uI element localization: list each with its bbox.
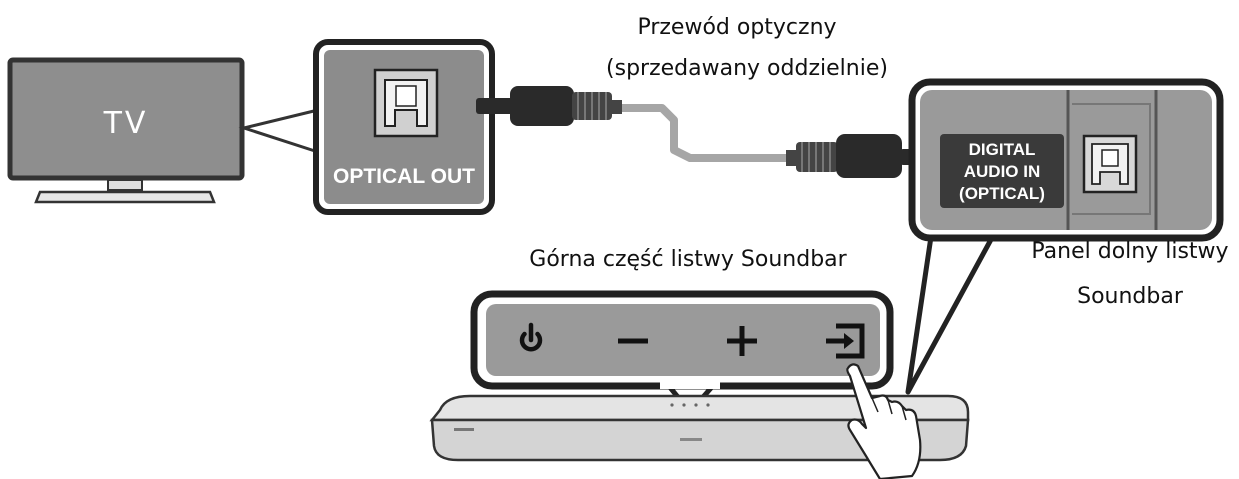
bottom-panel-callout: DIGITAL AUDIO IN (OPTICAL) — [905, 78, 1224, 395]
bottom-panel-divider — [1066, 90, 1158, 230]
optical-out-callout: OPTICAL OUT — [238, 39, 495, 215]
soundbar-top-button-dots — [670, 403, 710, 407]
cable-caption-line1: Przewód optyczny — [637, 15, 836, 40]
power-button[interactable] — [519, 322, 543, 352]
tv-stand — [34, 190, 216, 204]
top-panel-callout — [470, 290, 894, 415]
soundbar — [429, 394, 970, 462]
optical-out-port-icon — [373, 68, 439, 138]
tv: TV — [7, 57, 245, 204]
cable-wire — [620, 104, 790, 162]
tv-screen — [7, 57, 245, 181]
power-icon — [519, 322, 543, 352]
tv-label: TV — [103, 106, 149, 141]
callout-pointer — [238, 108, 319, 154]
digital-in-label-1: DIGITAL — [969, 140, 1036, 159]
hand-pointing — [846, 363, 922, 479]
digital-in-label-3: (OPTICAL) — [959, 184, 1045, 203]
optical-cable — [476, 86, 938, 178]
bottom-caption-line1: Panel dolny listwy — [1031, 239, 1228, 264]
soundbar-top — [429, 394, 970, 422]
digital-in-port-icon — [1082, 134, 1138, 194]
source-input-icon — [826, 323, 865, 359]
bottom-panel-pointer — [905, 227, 997, 395]
optical-out-label: OPTICAL OUT — [333, 165, 475, 188]
cable-caption-line2: (sprzedawany oddzielnie) — [606, 56, 888, 81]
plus-icon — [727, 326, 757, 356]
cable-plug-left — [476, 86, 622, 126]
top-panel-surface — [486, 304, 880, 376]
top-caption: Górna część listwy Soundbar — [529, 247, 847, 272]
digital-in-plate — [940, 134, 1064, 208]
source-button[interactable] — [826, 323, 865, 359]
tv-neck — [107, 179, 143, 191]
bottom-caption-line2: Soundbar — [1077, 284, 1184, 309]
volume-up-button[interactable] — [727, 326, 757, 356]
digital-in-label-2: AUDIO IN — [964, 162, 1041, 181]
